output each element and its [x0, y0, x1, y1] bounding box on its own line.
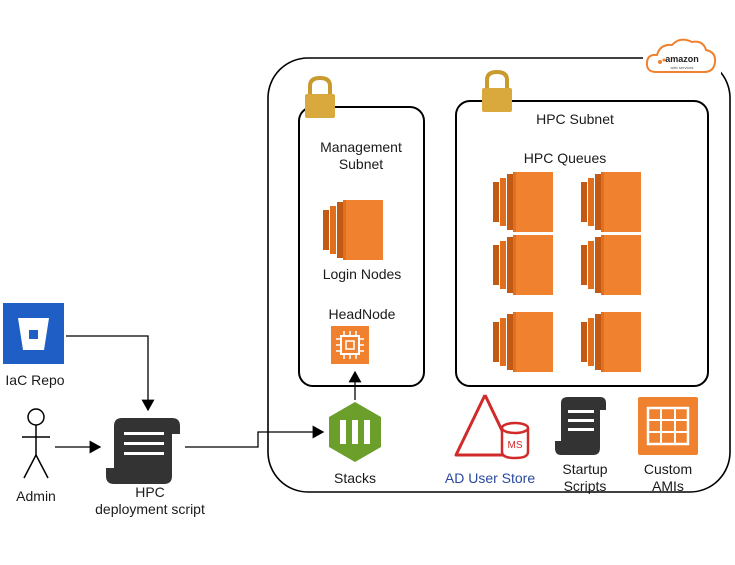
- deployment-script-label-line2: deployment script: [95, 501, 205, 517]
- hpc-queues-label: HPC Queues: [523, 150, 607, 166]
- deployment-script-icon: [106, 418, 180, 484]
- hpc-subnet-lock-icon: [482, 69, 512, 112]
- stacks-label: Stacks: [333, 470, 376, 486]
- hpc-subnet-title: HPC Subnet: [536, 111, 614, 127]
- connector-repo-to-script: [66, 335, 155, 412]
- hpc-queue-ec2-icon: [493, 235, 553, 295]
- iac-repo-label: IaC Repo: [5, 372, 65, 388]
- headnode-label: HeadNode: [328, 306, 396, 322]
- svg-text:MS: MS: [508, 440, 523, 451]
- custom-amis-label: Custom AMIs: [628, 461, 708, 495]
- hpc-queue-ec2-icon: [493, 172, 553, 232]
- svg-text:web services: web services: [670, 65, 693, 70]
- headnode-instance-icon: [331, 326, 369, 364]
- custom-amis-label-line1: Custom: [643, 461, 693, 477]
- ad-user-store-label: AD User Store: [444, 470, 536, 486]
- hpc-queue-ec2-icon: [493, 312, 553, 372]
- management-subnet-title-line2: Subnet: [338, 156, 384, 172]
- login-nodes-label: Login Nodes: [322, 266, 402, 282]
- deployment-script-label-line1: HPC: [135, 484, 165, 500]
- startup-scripts-label-line1: Startup: [562, 461, 608, 477]
- management-subnet-title-line1: Management: [320, 139, 402, 155]
- bitbucket-repo-icon: [3, 303, 64, 364]
- startup-scripts-label: Startup Scripts: [545, 461, 625, 495]
- management-subnet-lock-icon: [305, 75, 335, 118]
- hpc-queue-ec2-icon: [581, 235, 641, 295]
- hpc-subnet-box: [455, 100, 709, 387]
- startup-scripts-icon: [555, 397, 606, 455]
- ad-user-store-icon: MS: [454, 394, 530, 460]
- deployment-script-label: HPC deployment script: [80, 484, 220, 518]
- management-subnet-box: [298, 106, 425, 387]
- login-node-ec2-icon: [323, 200, 383, 260]
- custom-amis-label-line2: AMIs: [652, 478, 684, 494]
- svg-text:amazon: amazon: [665, 54, 699, 64]
- custom-amis-icon: [638, 397, 698, 455]
- connector-script-to-stacks: [185, 425, 325, 448]
- hpc-queue-ec2-icon: [581, 312, 641, 372]
- admin-label: Admin: [16, 488, 56, 504]
- management-subnet-title: Management Subnet: [306, 139, 416, 173]
- hpc-queue-ec2-icon: [581, 172, 641, 232]
- admin-person-icon: [22, 408, 50, 479]
- startup-scripts-label-line2: Scripts: [563, 478, 607, 494]
- aws-logo: amazon web services: [643, 36, 721, 78]
- aws-cloud-region: [267, 57, 731, 493]
- cloudformation-stacks-icon: [329, 402, 381, 462]
